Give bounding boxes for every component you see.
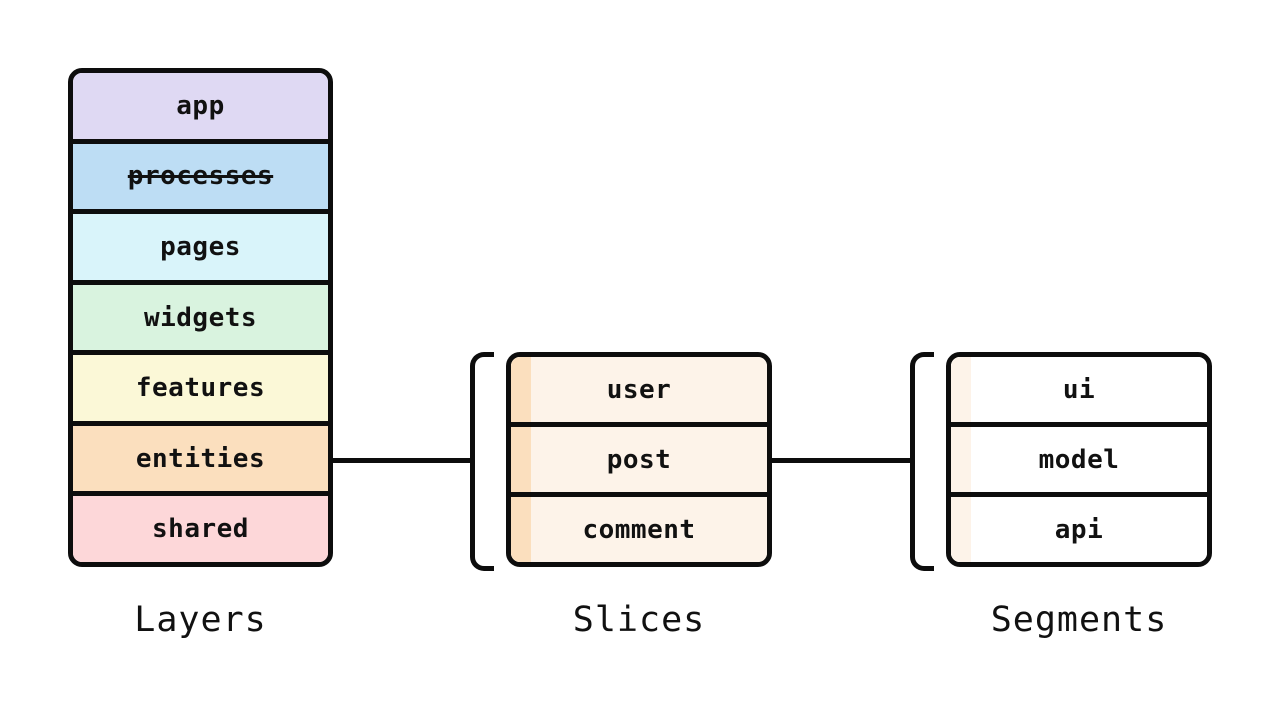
slice-strip bbox=[511, 497, 531, 562]
slice-strip bbox=[511, 357, 531, 422]
layer-row-processes: processes bbox=[73, 143, 328, 215]
connector-layers-to-slices bbox=[333, 458, 473, 463]
slices-stack: user post comment bbox=[506, 352, 772, 567]
layer-label-widgets: widgets bbox=[143, 302, 258, 333]
slice-row-comment: comment bbox=[511, 497, 767, 562]
layer-label-app: app bbox=[176, 90, 225, 121]
layer-label-shared: shared bbox=[152, 514, 249, 545]
layer-row-app: app bbox=[73, 73, 328, 144]
segment-label-model: model bbox=[1038, 444, 1120, 475]
slice-label-post: post bbox=[606, 444, 672, 475]
segments-title: Segments bbox=[990, 600, 1168, 640]
layer-row-entities: entities bbox=[73, 425, 328, 497]
layer-label-processes: processes bbox=[127, 161, 274, 192]
segments-stack: ui model api bbox=[946, 352, 1212, 567]
slice-label-comment: comment bbox=[582, 514, 696, 545]
slices-title: Slices bbox=[572, 600, 706, 640]
segments-bracket bbox=[910, 352, 934, 571]
layer-row-shared: shared bbox=[73, 496, 328, 562]
segment-strip bbox=[951, 357, 971, 422]
layers-title: Layers bbox=[134, 600, 267, 640]
slice-row-user: user bbox=[511, 357, 767, 427]
segment-row-api: api bbox=[951, 497, 1207, 562]
segment-strip bbox=[951, 497, 971, 562]
layers-stack: app processes pages widgets features ent… bbox=[68, 68, 333, 567]
connector-slices-to-segments bbox=[772, 458, 913, 463]
layer-row-features: features bbox=[73, 355, 328, 426]
segment-label-ui: ui bbox=[1062, 374, 1096, 405]
slice-label-user: user bbox=[606, 374, 672, 405]
layer-row-pages: pages bbox=[73, 214, 328, 285]
slice-row-post: post bbox=[511, 427, 767, 497]
segment-row-model: model bbox=[951, 427, 1207, 497]
slices-bracket bbox=[470, 352, 494, 571]
segment-label-api: api bbox=[1054, 514, 1104, 545]
slice-strip bbox=[511, 427, 531, 492]
segment-row-ui: ui bbox=[951, 357, 1207, 427]
layer-row-widgets: widgets bbox=[73, 284, 328, 356]
segment-strip bbox=[951, 427, 971, 492]
layer-label-entities: entities bbox=[135, 443, 266, 474]
layer-label-pages: pages bbox=[160, 231, 241, 262]
layer-label-features: features bbox=[135, 373, 266, 404]
